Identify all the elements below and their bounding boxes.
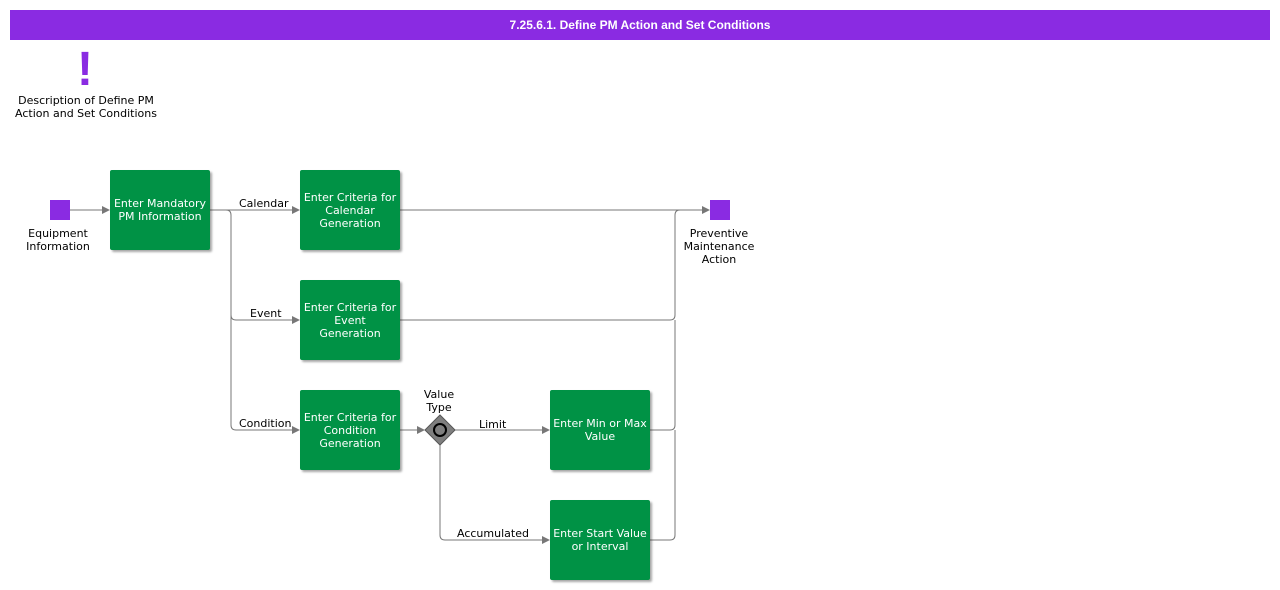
value-type-gateway[interactable] <box>424 414 456 446</box>
flow-label-condition: Condition <box>239 417 292 430</box>
end-event[interactable] <box>710 200 730 220</box>
flow-label-limit: Limit <box>479 418 507 431</box>
task-enter-criteria-condition[interactable]: Enter Criteria for Condition Generation <box>300 390 400 470</box>
gateway-label: Value Type <box>423 388 455 414</box>
task-enter-mandatory-pm-information[interactable]: Enter Mandatory PM Information <box>110 170 210 250</box>
task-enter-min-or-max-value[interactable]: Enter Min or Max Value <box>550 390 650 470</box>
task-enter-criteria-event[interactable]: Enter Criteria for Event Generation <box>300 280 400 360</box>
flow-event-merge <box>400 209 681 321</box>
task-enter-start-value-or-interval[interactable]: Enter Start Value or Interval <box>550 500 650 580</box>
flow-to-event <box>230 314 300 324</box>
page-title: 7.25.6.1. Define PM Action and Set Condi… <box>10 10 1270 40</box>
flow-minmax-merge <box>650 320 676 431</box>
task-enter-criteria-calendar[interactable]: Enter Criteria for Calendar Generation <box>300 170 400 250</box>
flow-label-accumulated: Accumulated <box>457 527 529 540</box>
flow-label-calendar: Calendar <box>239 197 289 210</box>
exclamation-icon: ! <box>77 43 93 96</box>
flow-startvalue-merge <box>650 430 676 541</box>
end-event-label: Preventive Maintenance Action <box>683 227 755 266</box>
flow-label-event: Event <box>250 307 282 320</box>
start-event[interactable] <box>50 200 70 220</box>
description-label[interactable]: Description of Define PM Action and Set … <box>15 94 157 120</box>
flow-gateway-to-startvalue <box>439 445 550 544</box>
start-event-label: Equipment Information <box>26 227 90 253</box>
